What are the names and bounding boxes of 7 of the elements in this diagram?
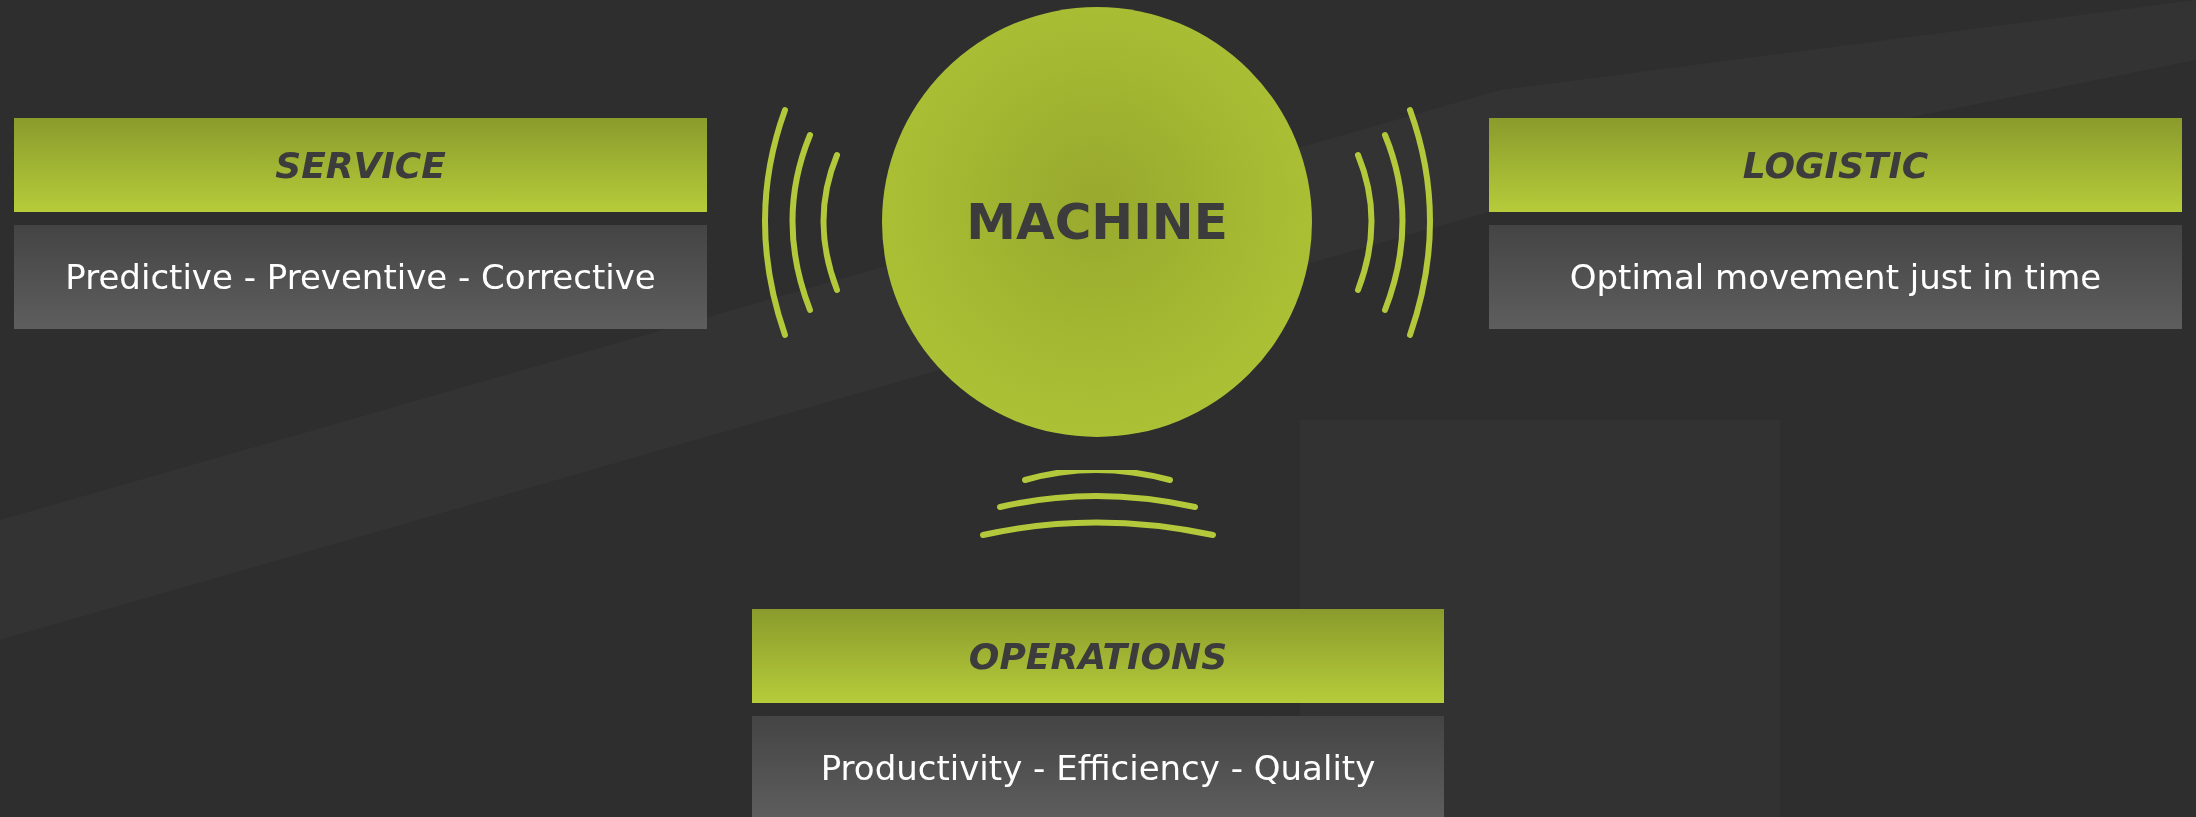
machine-circle: MACHINE xyxy=(882,7,1312,437)
description-bar: Productivity - Efficiency - Quality xyxy=(752,716,1444,817)
description-bar: Optimal movement just in time xyxy=(1489,225,2182,329)
section-header: LOGISTIC xyxy=(1489,118,2182,212)
description-bar: Predictive - Preventive - Corrective xyxy=(14,225,707,329)
section-header: SERVICE xyxy=(14,118,707,212)
section-header: OPERATIONS xyxy=(752,609,1444,703)
